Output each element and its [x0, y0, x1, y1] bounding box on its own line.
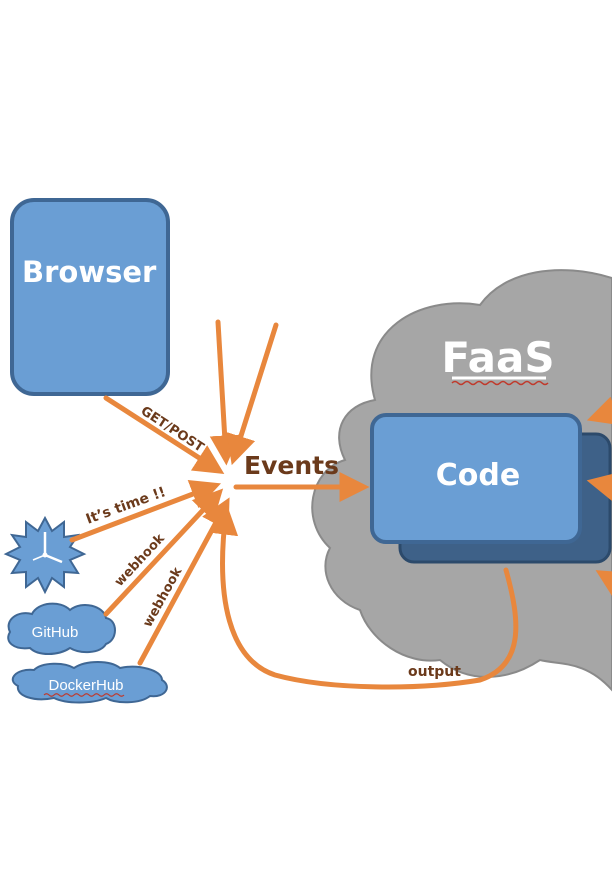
browser-label: Browser: [22, 255, 157, 289]
faas-spellcheck-underline: [451, 380, 549, 386]
dockerhub-node: DockerHub: [11, 661, 168, 704]
dockerhub-spellcheck-underline: [43, 693, 125, 697]
output-label: output: [408, 664, 461, 680]
github-node: GitHub: [7, 602, 116, 655]
arrow-browser-get-post: [103, 395, 225, 475]
browser-node: [10, 198, 170, 396]
arrow-timer: [69, 479, 222, 543]
faas-title: FaaS: [441, 333, 554, 382]
dockerhub-label: DockerHub: [48, 677, 123, 694]
arrow-right-1: [586, 396, 612, 426]
arrow-right-2: [586, 472, 612, 502]
github-label: GitHub: [32, 624, 79, 641]
code-label: Code: [436, 458, 520, 493]
arrow-right-3: [595, 570, 612, 599]
arrow-event-source-2: [226, 322, 279, 466]
events-label: Events: [244, 451, 339, 480]
arrow-output: [208, 504, 519, 690]
clock-icon: [3, 515, 87, 595]
arrow-github-webhook: [103, 488, 224, 617]
arrow-event-source-1: [209, 319, 240, 466]
code-node: [370, 413, 582, 544]
get-post-label: GET/POST: [138, 404, 207, 456]
